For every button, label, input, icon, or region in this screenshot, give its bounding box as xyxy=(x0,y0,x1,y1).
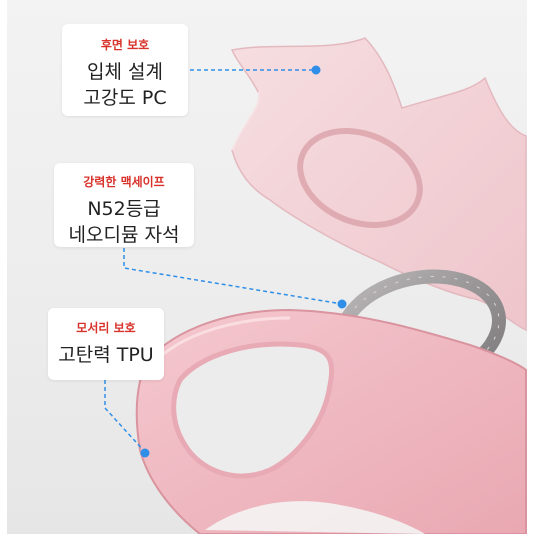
callout-line: 네오디뮴 자석 xyxy=(68,224,180,246)
back-pc-shell xyxy=(230,37,527,332)
callout-tag: 강력한 맥세이프 xyxy=(83,175,165,189)
leader-dot-bumper xyxy=(140,448,150,458)
callout-tag: 후면 보호 xyxy=(100,38,150,52)
callout-line: 입체 설계 xyxy=(87,61,163,83)
tpu-bumper-frame xyxy=(135,308,527,534)
leader-dots xyxy=(140,65,347,458)
callout-tag: 모서리 보호 xyxy=(76,321,136,335)
leader-dot-back xyxy=(311,65,321,75)
leader-lines xyxy=(104,69,343,453)
left-white-edge xyxy=(0,0,7,534)
callout-line: 고강도 PC xyxy=(83,87,167,109)
callout-line: 고탄력 TPU xyxy=(58,344,154,366)
callout-back-protection: 후면 보호 입체 설계 고강도 PC xyxy=(62,24,188,116)
callout-line: N52등급 xyxy=(87,198,161,220)
leader-dot-magnet xyxy=(337,299,347,309)
callout-corner-protection: 모서리 보호 고탄력 TPU xyxy=(48,308,164,380)
callout-magsafe: 강력한 맥세이프 N52등급 네오디뮴 자석 xyxy=(54,163,194,247)
right-white-edge xyxy=(527,0,534,534)
